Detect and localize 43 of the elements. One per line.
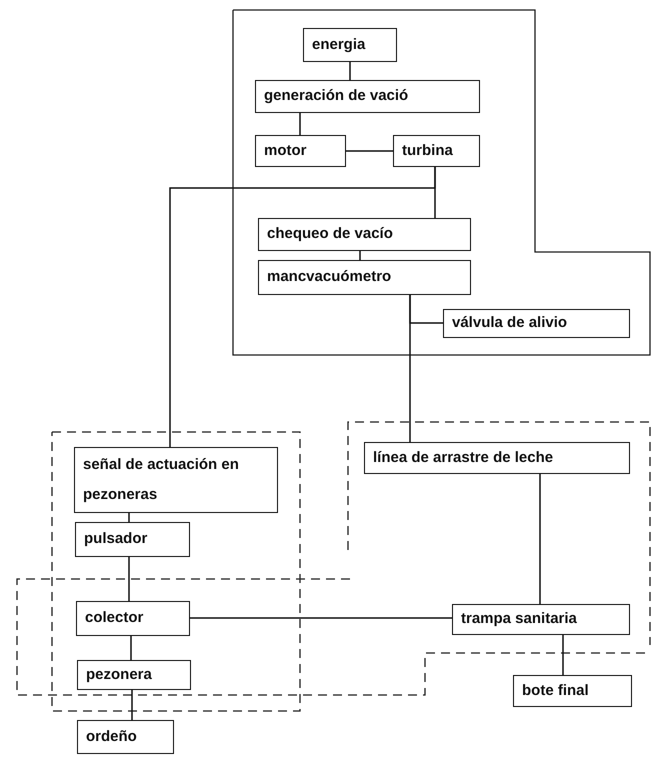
process-box: [513, 675, 632, 707]
process-box: [452, 604, 630, 635]
process-box: [303, 28, 397, 62]
connector-line: [346, 150, 393, 152]
process-box: [258, 260, 471, 295]
box-label: señal de actuación en pezoneras: [83, 455, 240, 505]
process-box: [76, 601, 190, 636]
box-label: bote final: [522, 680, 589, 701]
process-box: [74, 447, 278, 513]
box-label: generación de vació: [264, 86, 408, 106]
box-label: trampa sanitaria: [461, 609, 577, 630]
process-box: [393, 135, 480, 167]
box-label: ordeño: [86, 726, 137, 747]
process-box: [255, 135, 346, 167]
box-label: mancvacuómetro: [267, 267, 392, 288]
connector-line: [409, 295, 411, 442]
process-box: [255, 80, 480, 113]
connector-line: [359, 251, 361, 260]
box-label: energia: [312, 34, 366, 55]
connector-line: [131, 690, 133, 720]
connector-line: [190, 617, 452, 619]
box-label: línea de arrastre de leche: [373, 448, 554, 468]
box-label: pulsador: [84, 529, 148, 550]
box-label: turbina: [402, 140, 453, 161]
box-label: pezonera: [86, 664, 152, 685]
connector-line: [349, 62, 351, 80]
box-label: chequeo de vacío: [267, 224, 393, 244]
connector-line: [128, 557, 130, 601]
process-box: [77, 660, 191, 690]
connector-line: [299, 113, 301, 135]
box-label: colector: [85, 608, 144, 628]
process-box: [75, 522, 190, 557]
box-label: válvula de alivio: [452, 313, 568, 334]
connector-line: [539, 474, 541, 604]
process-box: [443, 309, 630, 338]
connector-line: [562, 635, 564, 675]
process-box: [77, 720, 174, 754]
connector-line: [128, 513, 130, 522]
process-box: [258, 218, 471, 251]
connector-line: [130, 636, 132, 660]
process-box: [364, 442, 630, 474]
box-label: motor: [264, 140, 306, 161]
connector-line: [169, 167, 436, 447]
